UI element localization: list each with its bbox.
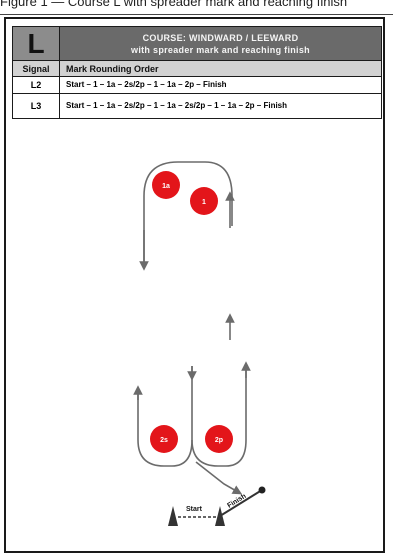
column-header-order: Mark Rounding Order [59,60,382,77]
mark-1: 1 [190,187,218,215]
mark-1-label: 1 [202,199,206,206]
mark-2p-label: 2p [215,437,223,444]
course-letter: L [12,26,60,61]
mark-2s-label: 2s [160,437,168,444]
course-table: L COURSE: WINDWARD / LEEWARD with spread… [12,26,382,119]
top-rounding-line [143,161,233,262]
course-header-row: L COURSE: WINDWARD / LEEWARD with spread… [12,26,382,61]
mark-2s: 2s [150,425,178,453]
course-title-line1: COURSE: WINDWARD / LEEWARD [142,32,299,43]
start-boat-right [215,506,225,526]
course-card-frame [4,17,385,553]
mark-2p: 2p [205,425,233,453]
top-fragment-text: Figure 1 — Course L with spreader mark a… [0,0,348,9]
course-title-line2: with spreader mark and reaching finish [131,44,310,55]
finish-line [219,489,263,517]
gate-rounding-line [137,366,193,467]
table-row: L3 Start – 1 – 1a – 2s/2p – 1 – 1a – 2s/… [12,93,382,119]
mark-1a: 1a [152,171,180,199]
reach-to-finish-line [195,461,243,495]
start-label: Start [186,506,203,513]
start-boat-left [168,506,178,526]
top-divider [0,14,393,15]
gate-rounding-line-right [191,370,247,467]
top-crop-strip: Figure 1 — Course L with spreader mark a… [0,0,393,16]
finish-pin-mark [258,486,266,494]
mark-1a-label: 1a [162,183,170,190]
column-header-row: Signal Mark Rounding Order [12,60,382,77]
order-cell: Start – 1 – 1a – 2s/2p – 1 – 1a – 2s/2p … [59,93,382,119]
